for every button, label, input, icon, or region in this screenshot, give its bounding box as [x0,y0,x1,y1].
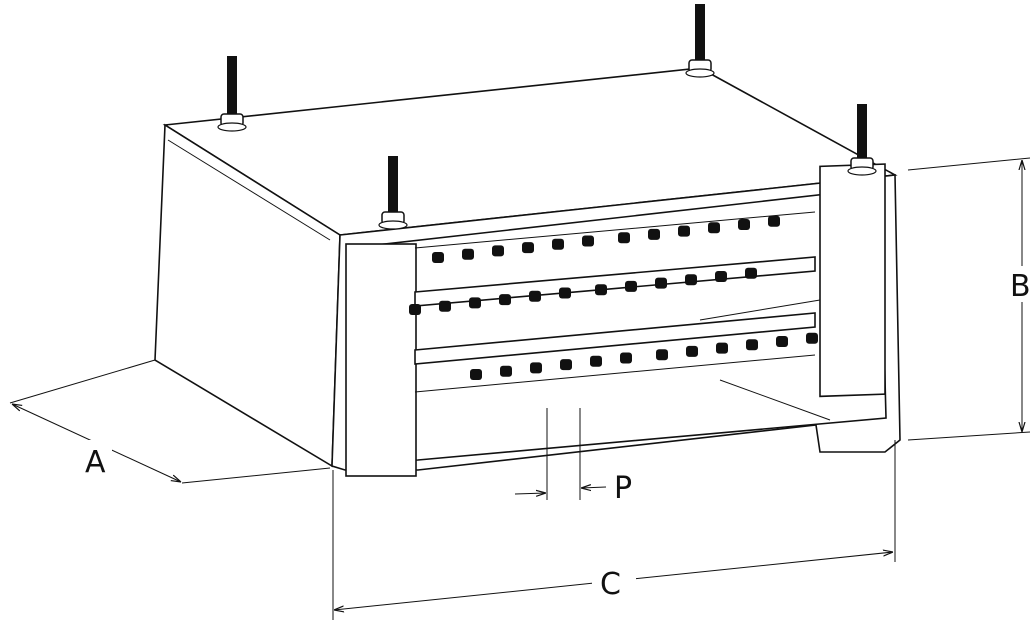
screw-icon [745,267,757,279]
screw-icon [582,235,594,247]
screw-icon [469,297,481,309]
screw-icon [522,242,534,254]
screw-icon [678,225,690,237]
dimension-a: A [9,359,331,484]
screw-icon [432,252,444,263]
screw-icon [738,219,750,230]
stud-icon [378,156,408,230]
rail-lower [414,312,816,365]
screw-icon [768,215,780,227]
dimension-p-label: P [614,471,632,506]
stud-icon [847,104,877,176]
screw-icon [746,339,758,351]
screw-icon [620,352,632,364]
screw-icon [776,336,788,347]
screw-icon [686,345,698,357]
screw-icon [715,271,727,282]
dimension-p: P [514,408,632,506]
screw-icon [470,369,482,380]
right-rail [819,163,886,398]
screw-icon [595,284,607,296]
screw-icon [559,287,571,299]
screw-icon [439,300,451,312]
dimension-c: C [332,440,896,620]
screw-icon [618,232,630,244]
stud-icon [685,4,715,78]
screw-icon [492,245,504,257]
screw-icon [560,359,572,371]
screw-icon [552,238,564,250]
stud-icon [217,56,247,132]
dimension-c-label: C [600,567,621,602]
screw-icon [529,290,541,302]
dimension-b: B [907,157,1036,441]
screw-icon [462,248,474,260]
screw-icon [806,332,818,344]
enclosure-body [154,67,901,477]
screw-icon [590,355,602,367]
mounting-studs [217,4,877,230]
screw-icon [409,304,421,315]
screw-icon [655,277,667,289]
screw-icon [530,362,542,374]
screw-icon [500,365,512,377]
screw-icon [648,228,660,240]
screw-icon [656,349,668,361]
rail-upper [414,256,816,307]
screw-icon [685,274,697,286]
screw-icon [716,342,728,354]
screw-icon [625,280,637,292]
left-rail [345,243,417,477]
terminal-screws [409,215,818,380]
screw-icon [499,294,511,306]
screw-icon [708,222,720,234]
dimension-a-label: A [85,445,106,480]
dimension-b-label: B [1010,269,1031,304]
